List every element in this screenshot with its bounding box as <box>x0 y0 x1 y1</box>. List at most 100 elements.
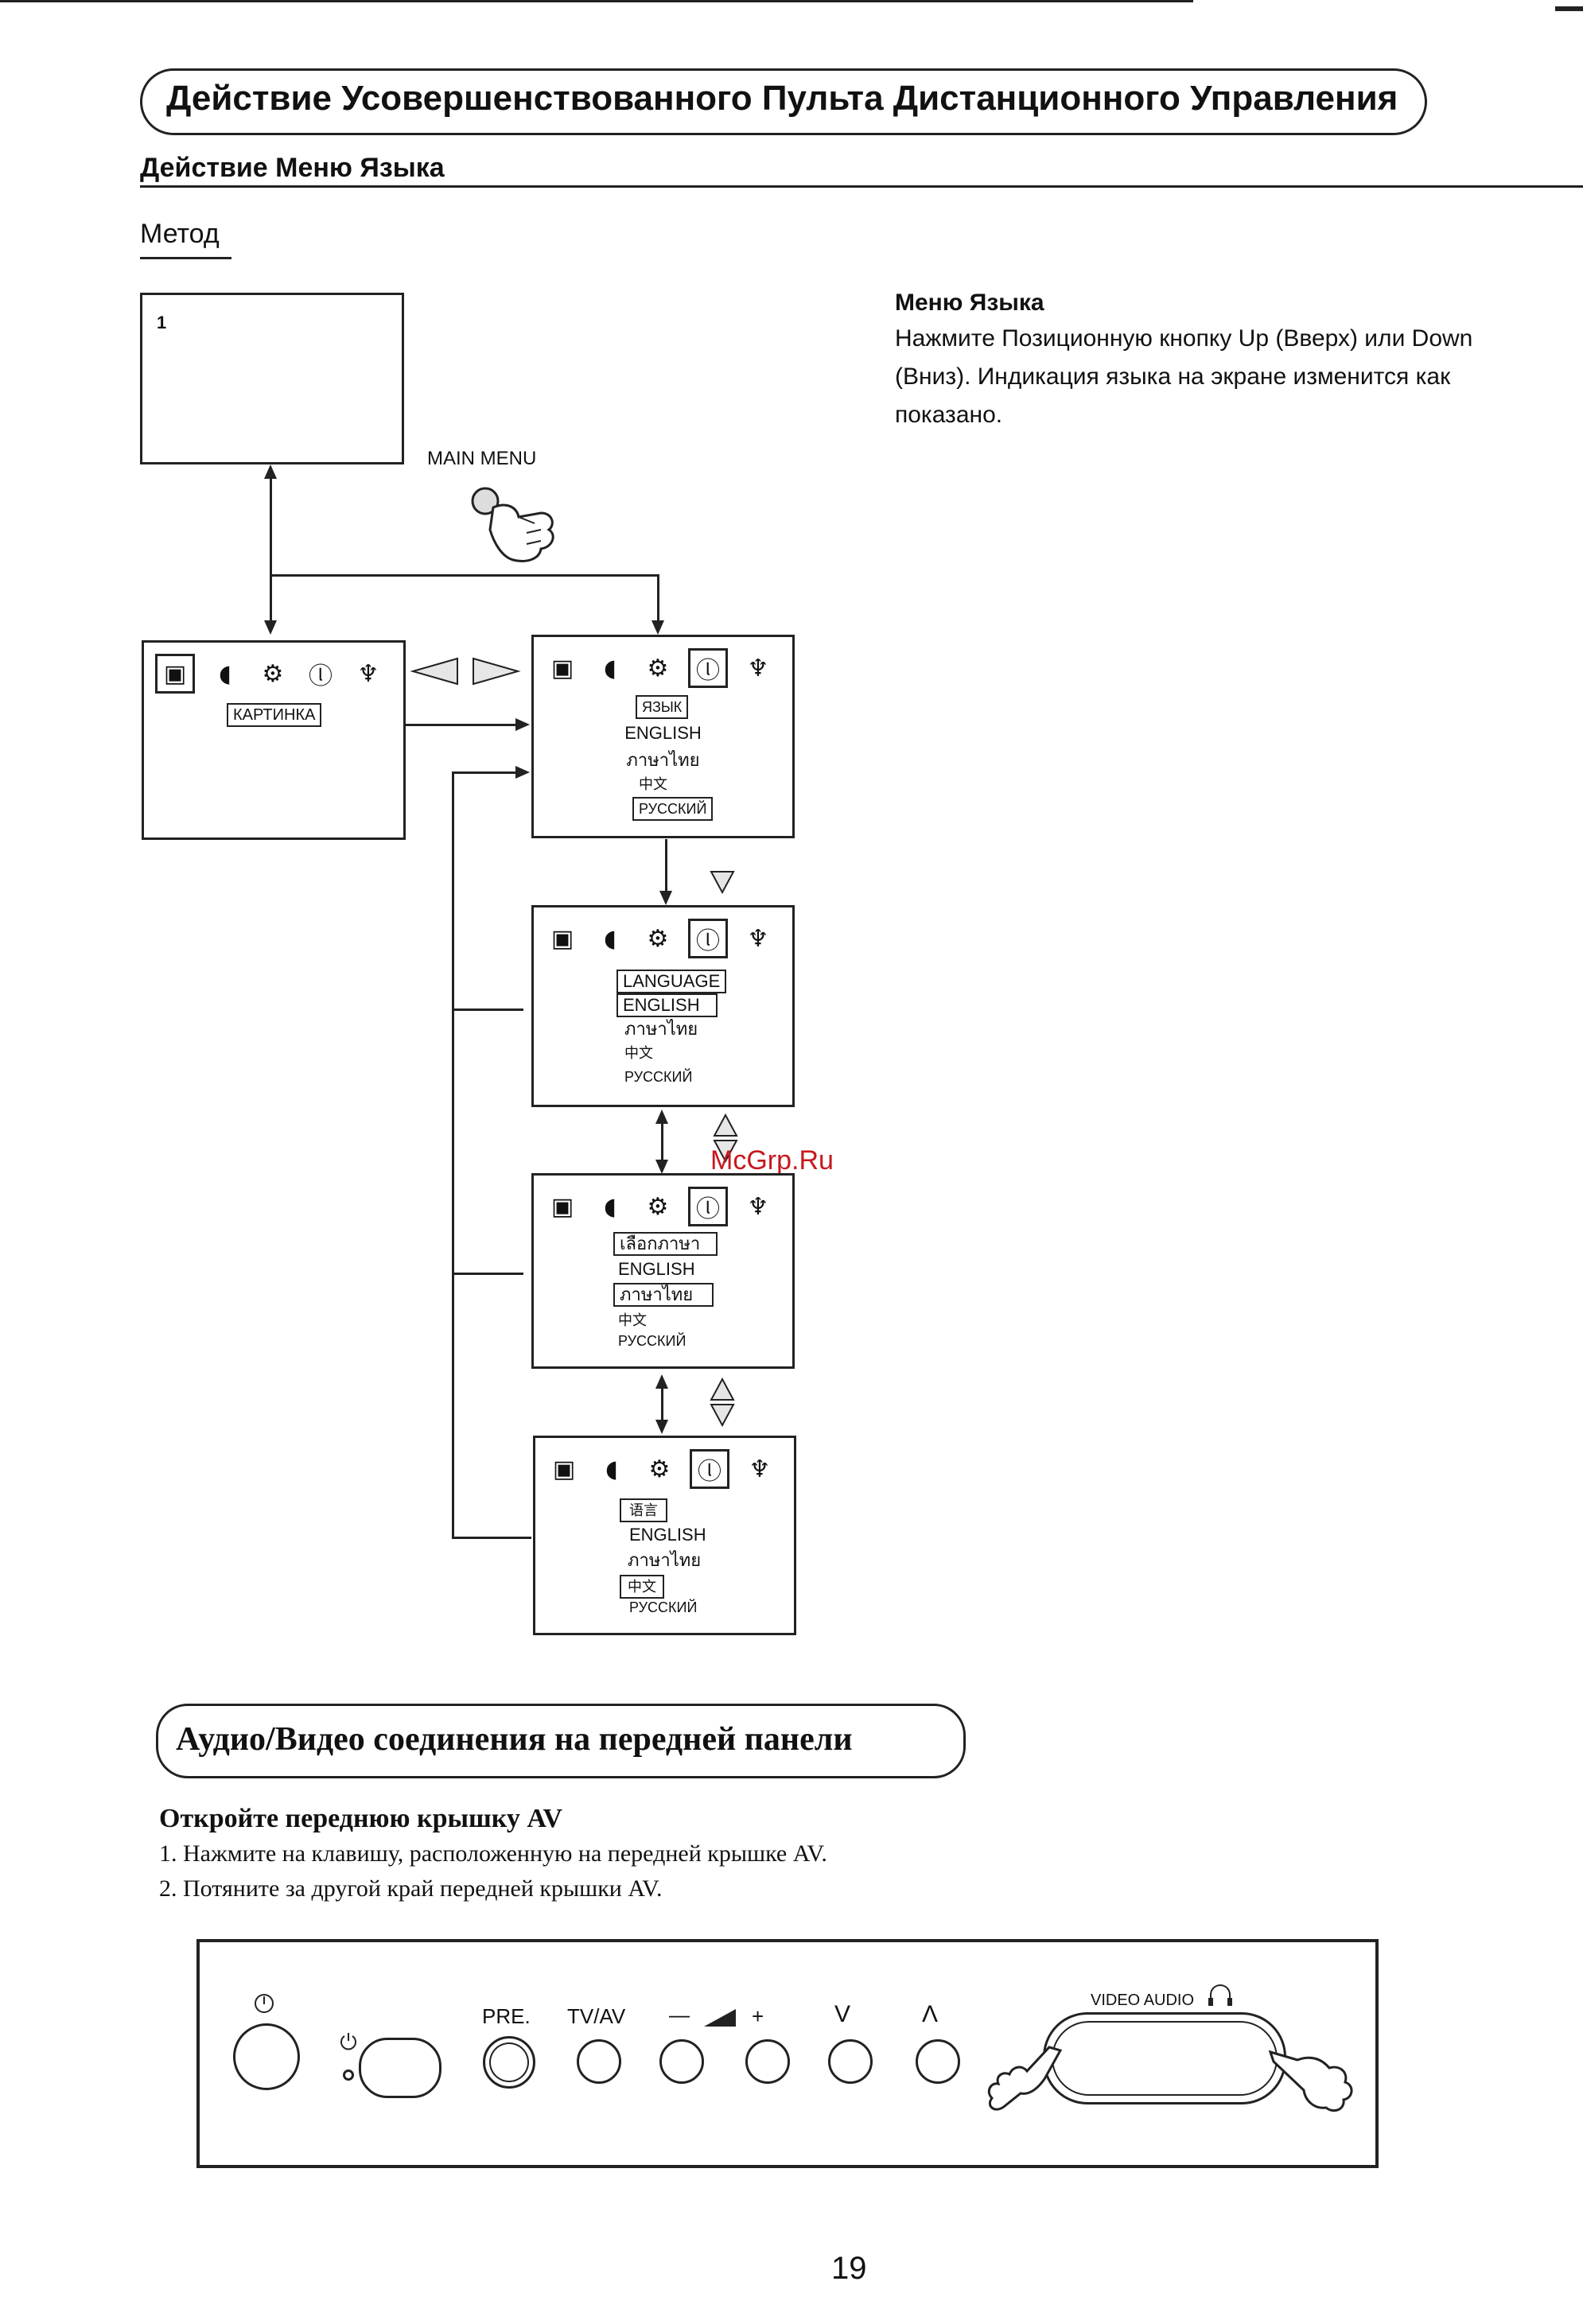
language-menu-title: LANGUAGE <box>616 970 727 993</box>
arrow-down-head <box>659 891 672 905</box>
video-audio-label: VIDEO AUDIO <box>1091 1992 1195 2009</box>
channel-up-button[interactable] <box>916 2039 960 2084</box>
loop-back-arrow <box>515 766 530 779</box>
picture-menu-screen: ▣ ◖ ⚙ ⓛ ♆ КАРТИНКА <box>142 640 406 840</box>
standby-icon <box>340 2033 356 2050</box>
page-title-frame: Действие Усовершенствованного Пульта Дис… <box>140 68 1427 135</box>
language-menu-4: ▣ ◖ ⚙ ⓛ ♆ 语言 ENGLISH ภาษาไทย 中文 РУССКИЙ <box>533 1436 796 1635</box>
loop-branch-3 <box>452 1273 523 1275</box>
sound-icon: ◖ <box>604 924 616 953</box>
top-rule <box>0 0 1193 2</box>
menu-icon-bar: ▣ ◖ ⚙ ⓛ ♆ <box>545 919 776 958</box>
left-hand-press-icon <box>987 2046 1063 2111</box>
feature-icon: ♆ <box>357 659 379 688</box>
arrow-down-to-menu <box>651 620 664 635</box>
av-subheading: Откройте переднюю крышку AV <box>159 1804 563 1833</box>
arrow-up-head <box>655 1374 668 1389</box>
hand-press-icon <box>471 487 554 562</box>
tvav-label: TV/AV <box>567 2004 626 2028</box>
method-underline <box>140 257 231 259</box>
volume-plus-label: + <box>752 2004 764 2028</box>
method-label: Метод <box>140 219 220 249</box>
sound-icon: ◖ <box>605 1455 618 1483</box>
language-menu-2: ▣ ◖ ⚙ ⓛ ♆ LANGUAGE ENGLISH ภาษาไทย 中文 РУ… <box>531 905 795 1107</box>
arrow-down-head <box>655 1420 668 1434</box>
up-down-buttons-icon <box>713 1113 738 1164</box>
volume-down-button[interactable] <box>659 2039 704 2084</box>
channel-up-label: Λ <box>922 2001 939 2027</box>
instructions-line-1: Нажмите Позиционную кнопку Up (Вверх) ил… <box>895 325 1473 352</box>
tv-channel-number: 1 <box>157 313 167 332</box>
language-item: РУССКИЙ <box>618 1333 686 1349</box>
setup-icon: ⚙ <box>647 924 669 953</box>
picture-icon: ▣ <box>550 1192 574 1221</box>
language-menu-title: เลือกภาษา <box>613 1232 718 1256</box>
av-cover[interactable] <box>1043 2012 1286 2104</box>
volume-up-button[interactable] <box>745 2039 790 2084</box>
connector-3-4 <box>661 1385 663 1421</box>
connector-picture-lang <box>406 724 517 726</box>
av-step-1: 1. Нажмите на клавишу, расположенную на … <box>159 1840 827 1867</box>
setup-icon: ⚙ <box>262 659 284 688</box>
av-section-title-frame: Аудио/Видео соединения на передней панел… <box>156 1704 966 1778</box>
picture-icon: ▣ <box>552 1455 576 1483</box>
tv-screen: 1 <box>140 293 404 464</box>
language-icon: ⓛ <box>690 1449 729 1489</box>
channel-down-button[interactable] <box>828 2039 873 2084</box>
arrow-up-head <box>655 1110 668 1124</box>
menu-icon-bar: ▣ ◖ ⚙ ⓛ ♆ <box>545 648 776 688</box>
setup-icon: ⚙ <box>647 654 669 682</box>
language-item-selected: ENGLISH <box>616 993 718 1017</box>
instructions-line-2: (Вниз). Индикация языка на экране измени… <box>895 363 1451 390</box>
picture-icon: ▣ <box>155 654 195 694</box>
feature-icon: ♆ <box>749 1455 771 1483</box>
language-item: ENGLISH <box>624 723 702 743</box>
main-power-button[interactable] <box>233 2023 300 2090</box>
front-panel: PRE. TV/AV — + V Λ VIDEO AUDIO <box>196 1939 1379 2168</box>
connector-branch-v <box>657 574 659 622</box>
language-item: ENGLISH <box>618 1259 695 1279</box>
corner-mark <box>1555 6 1583 11</box>
arrow-right-head <box>515 718 530 731</box>
language-list: เลือกภาษา ENGLISH ภาษาไทย 中文 РУССКИЙ <box>534 1231 792 1349</box>
loop-branch-4 <box>452 1537 531 1539</box>
volume-wedge-icon <box>704 2009 736 2027</box>
av-section-title: Аудио/Видео соединения на передней панел… <box>176 1721 853 1758</box>
watermark: McGrp.Ru <box>710 1145 834 1176</box>
sound-icon: ◖ <box>604 654 616 682</box>
language-icon: ⓛ <box>688 648 728 688</box>
connector-1-2 <box>665 839 667 893</box>
language-item: РУССКИЙ <box>629 1599 698 1615</box>
feature-icon: ♆ <box>747 1192 769 1221</box>
language-item: ภาษาไทย <box>628 1550 702 1570</box>
tvav-button[interactable] <box>577 2039 621 2084</box>
language-item: ENGLISH <box>629 1525 706 1545</box>
menu-icon-bar: ▣ ◖ ⚙ ⓛ ♆ <box>545 1187 776 1226</box>
connector-tv-picture <box>270 477 272 620</box>
menu-icon-bar: ▣ ◖ ⚙ ⓛ ♆ <box>155 654 386 694</box>
volume-minus-label: — <box>669 2003 690 2027</box>
arrow-down-head <box>655 1160 668 1174</box>
language-item-selected: РУССКИЙ <box>632 797 714 821</box>
language-item: 中文 <box>618 1312 647 1328</box>
language-menu-title: 语言 <box>620 1498 667 1522</box>
language-icon: ⓛ <box>309 663 333 690</box>
page-number: 19 <box>831 2251 867 2286</box>
pre-label: PRE. <box>482 2004 531 2028</box>
picture-icon: ▣ <box>550 924 574 953</box>
channel-down-label: V <box>834 2001 851 2027</box>
page-title: Действие Усовершенствованного Пульта Дис… <box>166 79 1398 118</box>
pre-button[interactable] <box>483 2036 535 2089</box>
subtitle-rule <box>140 185 1583 188</box>
headphone-icon <box>1208 1984 1232 2006</box>
language-menu-1: ▣ ◖ ⚙ ⓛ ♆ ЯЗЫК ENGLISH ภาษาไทย 中文 РУССКИ… <box>531 635 795 838</box>
connector-branch-h <box>270 574 659 577</box>
picture-icon: ▣ <box>550 654 574 682</box>
connector-2-3 <box>661 1121 663 1161</box>
av-step-2: 2. Потяните за другой край передней крыш… <box>159 1875 663 1902</box>
feature-icon: ♆ <box>747 654 769 682</box>
language-icon: ⓛ <box>688 919 728 958</box>
feature-icon: ♆ <box>747 924 769 953</box>
loop-branch-2 <box>452 1008 523 1011</box>
language-item: 中文 <box>639 776 667 792</box>
